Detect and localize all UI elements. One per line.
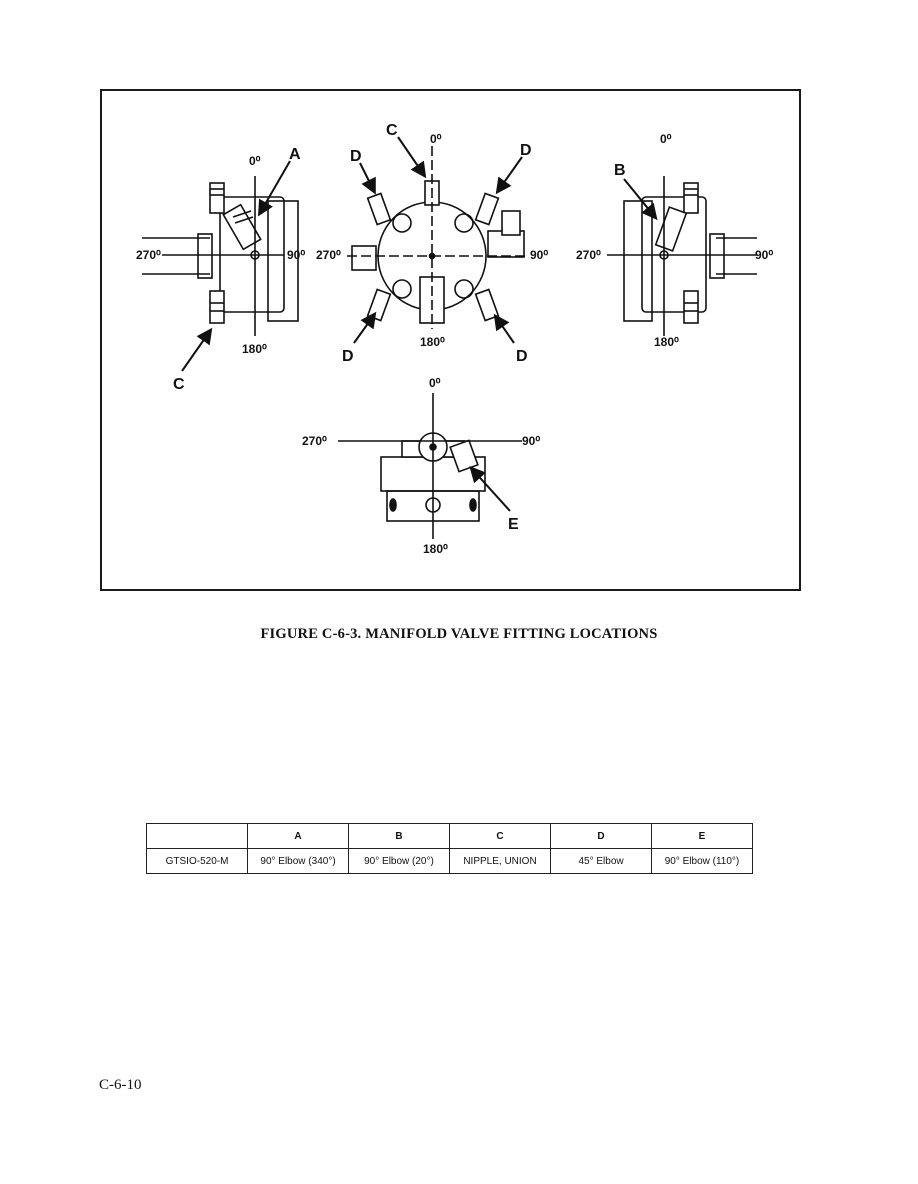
left-label-90: 90⁰ — [287, 248, 305, 262]
table-cell: 90° Elbow (20°) — [348, 848, 450, 874]
right-label-0: 0⁰ — [660, 132, 672, 146]
page-number: C-6-10 — [99, 1077, 142, 1093]
figure-frame: 0⁰ 90⁰ 180⁰ 270⁰ A C 0⁰ 90⁰ 180⁰ 270⁰ C … — [100, 89, 801, 591]
center-center-mark — [428, 252, 436, 260]
center-arrow-d3 — [353, 311, 377, 344]
right-label-180: 180⁰ — [654, 335, 679, 349]
center-bolt-1 — [392, 213, 412, 233]
center-label-180: 180⁰ — [420, 335, 445, 349]
left-view — [142, 160, 299, 372]
left-arrow-c — [181, 327, 213, 372]
callout-b: B — [614, 162, 626, 179]
center-arrow-d1 — [359, 162, 376, 195]
right-bracket — [709, 233, 725, 279]
table-header-cell: B — [348, 823, 450, 849]
right-view — [607, 176, 757, 336]
bottom-label-270: 270⁰ — [302, 434, 327, 448]
callout-d1: D — [350, 148, 362, 165]
center-label-0: 0⁰ — [430, 132, 442, 146]
bottom-label-0: 0⁰ — [429, 376, 441, 390]
bottom-label-90: 90⁰ — [522, 434, 540, 448]
bottom-view — [338, 393, 522, 539]
bottom-elbow-e — [449, 439, 479, 473]
bottom-center-mark — [429, 443, 437, 451]
center-fitting-d4 — [474, 288, 500, 322]
callout-a: A — [289, 146, 301, 163]
bottom-label-180: 180⁰ — [423, 542, 448, 556]
table-cell: 90° Elbow (340°) — [247, 848, 349, 874]
table-header-cell: A — [247, 823, 349, 849]
center-bolt-4 — [454, 279, 474, 299]
callout-d2: D — [520, 142, 532, 159]
table-cell: NIPPLE, UNION — [448, 848, 552, 874]
table-cell: 90° Elbow (110°) — [651, 848, 753, 874]
table-header-row: A B C D E — [145, 823, 753, 849]
table-cell: GTSIO-520-M — [145, 848, 249, 874]
right-label-270: 270⁰ — [576, 248, 601, 262]
bottom-arrow-e — [469, 466, 511, 512]
figure-caption: FIGURE C-6-3. MANIFOLD VALVE FITTING LOC… — [260, 626, 658, 642]
callout-c-center: C — [386, 122, 398, 139]
left-label-0: 0⁰ — [249, 154, 261, 168]
left-center-mark — [250, 250, 260, 260]
center-bolt-3 — [392, 279, 412, 299]
left-label-180: 180⁰ — [242, 342, 267, 356]
left-arrow-a — [258, 160, 291, 217]
table-header-cell: C — [448, 823, 552, 849]
left-bracket — [197, 233, 213, 279]
table-header-cell — [145, 823, 249, 849]
center-fitting-d2 — [474, 192, 500, 226]
center-view — [347, 136, 527, 344]
center-fitting-d3 — [366, 288, 392, 322]
table-cell: 45° Elbow — [550, 848, 653, 874]
right-elbow-b — [654, 206, 688, 252]
left-elbow-a — [222, 203, 262, 251]
table-header-cell: E — [651, 823, 753, 849]
right-bottom-fitting — [683, 290, 699, 324]
fittings-table: A B C D E GTSIO-520-M 90° Elbow (340°) 9… — [145, 823, 753, 874]
manifold-diagram: 0⁰ 90⁰ 180⁰ 270⁰ A C 0⁰ 90⁰ 180⁰ 270⁰ C … — [136, 122, 773, 556]
left-label-270: 270⁰ — [136, 248, 161, 262]
right-label-90: 90⁰ — [755, 248, 773, 262]
left-valve-flange — [267, 200, 299, 322]
left-top-fitting — [209, 182, 225, 214]
center-label-90: 90⁰ — [530, 248, 548, 262]
right-top-fitting — [683, 182, 699, 214]
center-left-port — [351, 245, 377, 271]
right-arrow-b — [623, 178, 658, 221]
right-center-mark — [659, 250, 669, 260]
callout-e: E — [508, 516, 519, 533]
table-row: GTSIO-520-M 90° Elbow (340°) 90° Elbow (… — [145, 848, 753, 874]
center-bolt-2 — [454, 213, 474, 233]
center-arrow-d2 — [495, 156, 523, 195]
center-arrow-d4 — [493, 313, 515, 344]
center-fitting-d1 — [366, 192, 392, 226]
callout-d4: D — [516, 348, 528, 365]
callout-c-left: C — [173, 376, 185, 393]
center-label-270: 270⁰ — [316, 248, 341, 262]
right-valve-flange — [623, 200, 653, 322]
callout-d3: D — [342, 348, 354, 365]
left-bottom-fitting — [209, 290, 225, 324]
table-header-cell: D — [550, 823, 653, 849]
center-arrow-c — [397, 136, 427, 179]
